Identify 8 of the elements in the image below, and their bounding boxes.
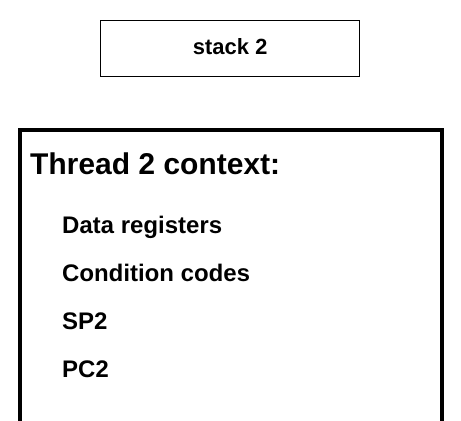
stack-box (100, 20, 360, 77)
context-item: SP2 (62, 308, 108, 336)
context-box (18, 128, 444, 421)
context-item: Data registers (62, 212, 222, 240)
context-item: PC2 (62, 356, 109, 384)
context-item: Condition codes (62, 260, 250, 288)
stack-label: stack 2 (192, 34, 268, 60)
context-heading: Thread 2 context: (30, 148, 280, 182)
